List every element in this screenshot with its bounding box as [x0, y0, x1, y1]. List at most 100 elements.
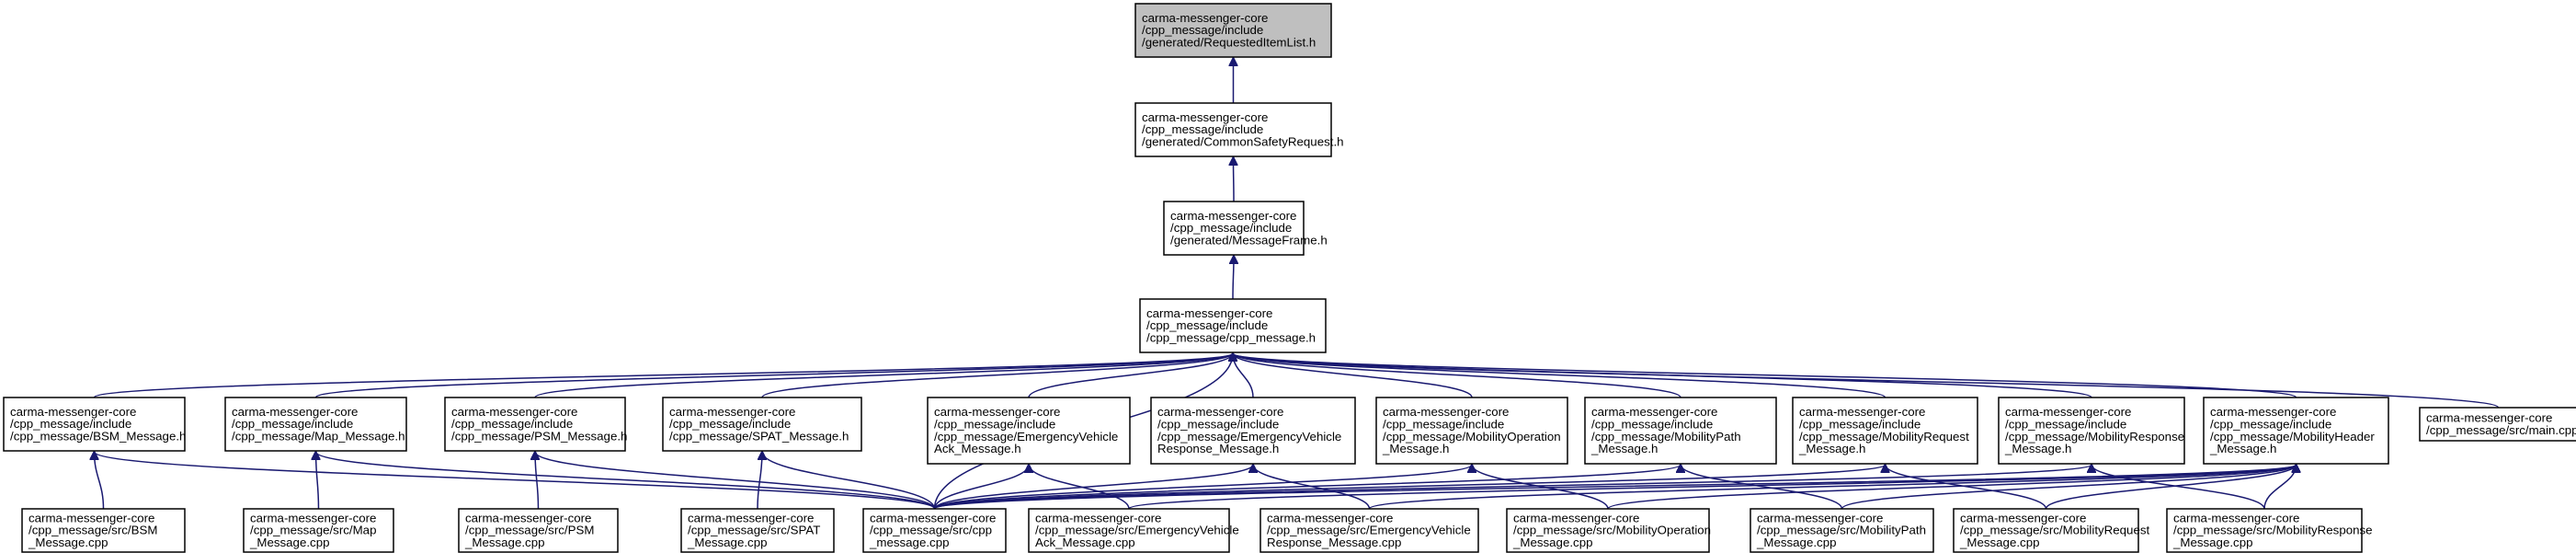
node-label-line: carma-messenger-core	[250, 511, 376, 524]
node-box	[662, 397, 862, 452]
file-node-n25[interactable]: carma-messenger-core/cpp_message/src/Mob…	[1953, 508, 2149, 553]
node-label-line: _Message.cpp	[249, 536, 329, 549]
node-label-line: /cpp_message/include	[10, 417, 131, 431]
file-node-n24[interactable]: carma-messenger-core/cpp_message/src/Mob…	[1750, 508, 1934, 553]
file-node-n5[interactable]: carma-messenger-core/cpp_message/include…	[224, 397, 407, 452]
edge-n24-to-n11	[1681, 465, 1843, 510]
file-node-n11[interactable]: carma-messenger-core/cpp_message/include…	[1584, 397, 1777, 465]
node-label-line: /cpp_message/MobilityRequest	[1799, 430, 1969, 444]
node-label-line: _Message.cpp	[28, 536, 108, 549]
node-label-line: _Message.h	[1590, 442, 1658, 455]
node-label-line: /cpp_message/src/cpp	[870, 524, 992, 537]
node-box	[1506, 508, 1710, 553]
edges	[95, 58, 2500, 510]
node-box	[1750, 508, 1934, 553]
node-box	[2203, 397, 2389, 465]
file-node-n15[interactable]: carma-messenger-core/cpp_message/src/mai…	[2419, 407, 2576, 442]
node-label-line: /cpp_message/MobilityPath	[1591, 430, 1741, 444]
node-box	[1139, 298, 1327, 353]
node-label-line: carma-messenger-core	[1142, 110, 1268, 124]
node-label-line: _Message.cpp	[687, 536, 767, 549]
file-node-n14[interactable]: carma-messenger-core/cpp_message/include…	[2203, 397, 2389, 465]
node-label-line: carma-messenger-core	[28, 511, 154, 524]
file-node-n7[interactable]: carma-messenger-core/cpp_message/include…	[662, 397, 862, 452]
edge-n20-to-n4	[95, 452, 936, 510]
node-label-line: _Message.cpp	[1959, 536, 2039, 549]
node-label-line: Ack_Message.h	[934, 442, 1021, 455]
edge-n23-to-n14	[1607, 465, 2297, 510]
file-node-n16[interactable]: carma-messenger-core/cpp_message/src/BSM…	[21, 508, 186, 553]
node-label-line: carma-messenger-core	[2210, 405, 2336, 419]
file-node-n21[interactable]: carma-messenger-core/cpp_message/src/Eme…	[1028, 508, 1239, 553]
node-label-line: carma-messenger-core	[1170, 209, 1296, 223]
node-label-line: /cpp_message/include	[1799, 418, 1921, 432]
node-box	[1584, 397, 1777, 465]
file-node-n10[interactable]: carma-messenger-core/cpp_message/include…	[1375, 397, 1568, 465]
node-label-line: carma-messenger-core	[1513, 511, 1639, 524]
node-label-line: /cpp_message/MobilityHeader	[2210, 430, 2375, 444]
file-node-n4[interactable]: carma-messenger-core/cpp_message/include…	[3, 397, 186, 452]
node-label-line: /cpp_message/cpp_message.h	[1146, 330, 1316, 344]
file-node-n19[interactable]: carma-messenger-core/cpp_message/src/SPA…	[680, 508, 835, 553]
edge-n10-to-n3	[1233, 353, 1473, 398]
file-node-n8[interactable]: carma-messenger-core/cpp_message/include…	[927, 397, 1131, 465]
node-label-line: carma-messenger-core	[1267, 511, 1393, 524]
node-label-line: /cpp_message/include	[1142, 122, 1263, 136]
file-node-n1[interactable]: carma-messenger-core/cpp_message/include…	[1134, 102, 1344, 157]
node-box	[2419, 407, 2576, 442]
edge-n6-to-n3	[534, 353, 1233, 398]
node-box	[243, 508, 394, 553]
file-node-n22[interactable]: carma-messenger-core/cpp_message/src/Eme…	[1260, 508, 1479, 553]
edge-n19-to-n7	[757, 452, 762, 510]
node-box	[224, 397, 407, 452]
node-label-line: /cpp_message/include	[232, 417, 353, 431]
node-label-line: /cpp_message/include	[1146, 318, 1268, 332]
node-label-line: /cpp_message/src/EmergencyVehicle	[1267, 524, 1471, 537]
file-node-n12[interactable]: carma-messenger-core/cpp_message/include…	[1792, 397, 1978, 465]
file-node-n0[interactable]: carma-messenger-core/cpp_message/include…	[1134, 3, 1332, 58]
node-label-line: /generated/CommonSafetyRequest.h	[1142, 134, 1344, 148]
node-label-line: /cpp_message/PSM_Message.h	[451, 429, 627, 443]
file-node-n3[interactable]: carma-messenger-core/cpp_message/include…	[1139, 298, 1327, 353]
edge-n20-to-n5	[316, 452, 936, 510]
node-label-line: _message.cpp	[869, 536, 949, 549]
node-label-line: carma-messenger-core	[2005, 405, 2131, 419]
node-label-line: /generated/MessageFrame.h	[1170, 233, 1328, 247]
node-label-line: /cpp_message/include	[669, 417, 791, 431]
node-label-line: carma-messenger-core	[10, 405, 136, 419]
node-label-line: carma-messenger-core	[232, 405, 358, 419]
file-node-n20[interactable]: carma-messenger-core/cpp_message/src/cpp…	[862, 508, 1007, 553]
edge-n11-to-n3	[1233, 353, 1681, 398]
node-label-line: carma-messenger-core	[934, 405, 1060, 419]
file-node-n9[interactable]: carma-messenger-core/cpp_message/include…	[1150, 397, 1356, 465]
node-label-line: /cpp_message/include	[2005, 418, 2126, 432]
node-label-line: /cpp_message/include	[1142, 23, 1263, 37]
node-label-line: /cpp_message/EmergencyVehicle	[1157, 430, 1341, 444]
edge-n20-to-n7	[762, 452, 936, 510]
node-box	[1375, 397, 1568, 465]
node-label-line: /cpp_message/src/MobilityPath	[1757, 524, 1926, 537]
node-label-line: _Message.h	[2004, 442, 2071, 455]
edge-n2-to-n1	[1234, 157, 1235, 202]
file-node-n6[interactable]: carma-messenger-core/cpp_message/include…	[444, 397, 627, 452]
node-label-line: /cpp_message/src/MobilityRequest	[1960, 524, 2149, 537]
edge-n7-to-n3	[761, 353, 1233, 398]
file-node-n2[interactable]: carma-messenger-core/cpp_message/include…	[1163, 201, 1328, 256]
node-label-line: carma-messenger-core	[1591, 405, 1717, 419]
node-box	[1150, 397, 1356, 465]
file-node-n26[interactable]: carma-messenger-core/cpp_message/src/Mob…	[2166, 508, 2373, 553]
edge-n25-to-n12	[1886, 465, 2047, 510]
file-node-n13[interactable]: carma-messenger-core/cpp_message/include…	[1998, 397, 2185, 465]
edge-n20-to-n10	[933, 465, 1473, 510]
node-label-line: Response_Message.cpp	[1267, 536, 1401, 549]
file-node-n18[interactable]: carma-messenger-core/cpp_message/src/PSM…	[458, 508, 619, 553]
node-label-line: Response_Message.h	[1157, 442, 1279, 455]
edge-n20-to-n13	[933, 465, 2092, 510]
edge-n5-to-n3	[314, 353, 1234, 398]
edge-n21-to-n8	[1029, 465, 1130, 510]
file-node-n17[interactable]: carma-messenger-core/cpp_message/src/Map…	[243, 508, 394, 553]
node-label-line: /cpp_message/src/Map	[250, 524, 376, 537]
file-node-n23[interactable]: carma-messenger-core/cpp_message/src/Mob…	[1506, 508, 1711, 553]
node-label-line: /cpp_message/src/EmergencyVehicle	[1035, 524, 1239, 537]
node-box	[458, 508, 619, 553]
